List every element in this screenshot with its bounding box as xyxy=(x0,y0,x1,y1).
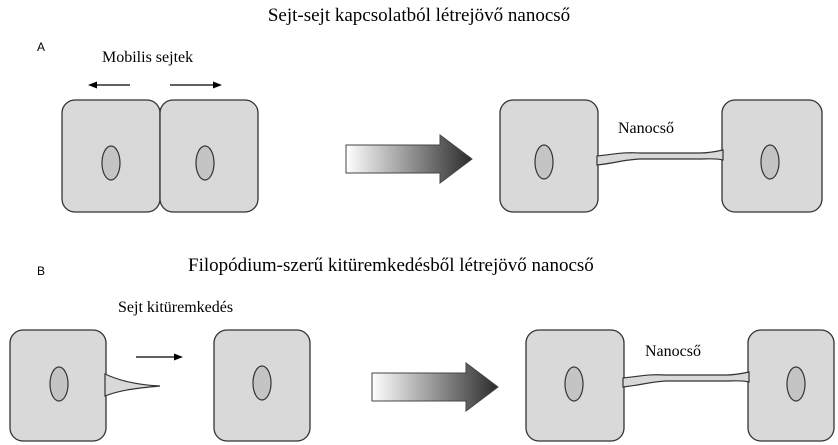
filopodium-protrusion xyxy=(104,373,161,397)
transition-arrow-b xyxy=(371,362,499,412)
nucleus xyxy=(49,366,69,402)
panel-a-letter: A xyxy=(37,40,46,54)
nanotube-b xyxy=(622,371,750,388)
protrusion-direction-arrow xyxy=(136,353,183,361)
nanotube-label-b: Nanocső xyxy=(645,343,701,360)
panel-b xyxy=(9,329,835,442)
nucleus xyxy=(195,145,215,181)
left-motion-arrow xyxy=(88,81,130,89)
panel-b-title: Filopódium-szerű kitüremkedésből létrejö… xyxy=(188,255,594,276)
nucleus xyxy=(534,144,554,180)
nucleus xyxy=(101,145,121,181)
panel-a-title: Sejt-sejt kapcsolatból létrejövő nanocső xyxy=(267,5,571,26)
motile-cells-label: Mobilis sejtek xyxy=(102,49,194,66)
panel-b-letter: B xyxy=(37,264,46,278)
protrusion-label: Sejt kitüremkedés xyxy=(118,299,234,316)
nanotube-label-a: Nanocső xyxy=(618,120,674,137)
transition-arrow-a xyxy=(345,134,473,184)
nucleus xyxy=(564,366,584,402)
nucleus xyxy=(252,365,272,401)
nucleus xyxy=(760,144,780,180)
nanotube-a xyxy=(596,149,724,166)
panel-a xyxy=(61,81,823,213)
nucleus xyxy=(786,366,806,402)
right-motion-arrow xyxy=(170,81,222,89)
